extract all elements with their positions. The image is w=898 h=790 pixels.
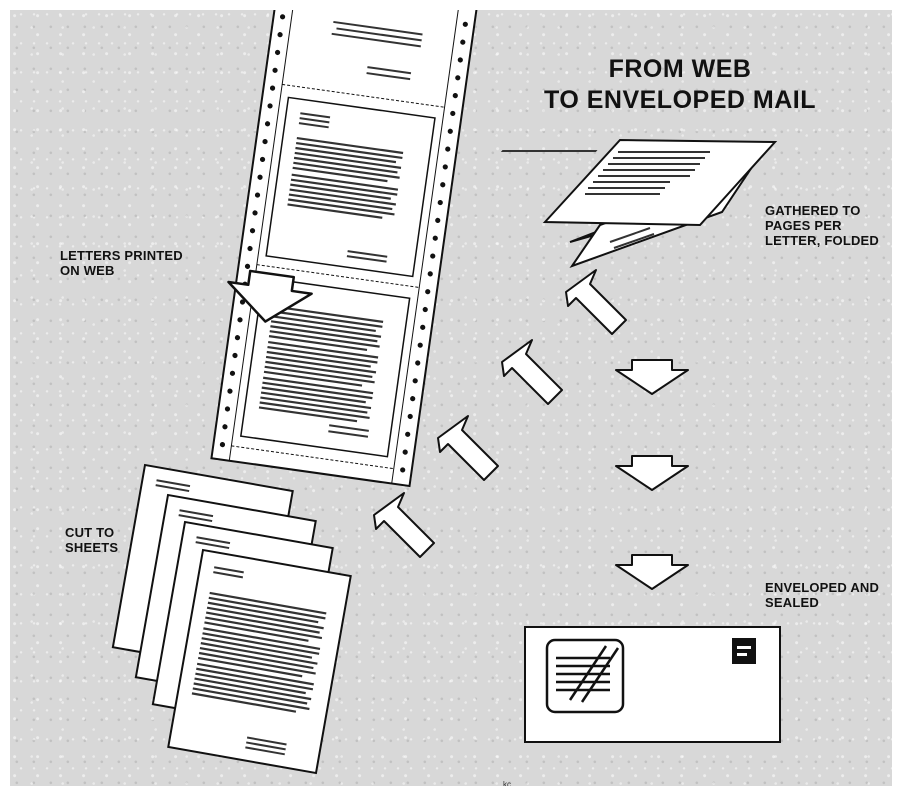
folded-pages [501,140,775,266]
title-line-2: TO ENVELOPED MAIL [510,85,850,116]
label-line: LETTERS PRINTED [60,248,183,263]
envelope [525,627,780,742]
title-line-1: FROM WEB [510,54,850,85]
arrow-up-left-icon [438,416,498,480]
label-line: SHEETS [65,540,118,555]
arrow-up-left-icon [502,340,562,404]
label-line: GATHERED TO [765,203,879,218]
diagram-title: FROM WEB TO ENVELOPED MAIL [510,54,850,116]
cut-sheet-stack [113,465,351,773]
label-line: SEALED [765,595,879,610]
label-line: ON WEB [60,263,183,278]
label-line: LETTER, FOLDED [765,233,879,248]
arrow-down-icon [616,360,688,394]
label-gathered-folded: GATHERED TO PAGES PER LETTER, FOLDED [765,203,879,248]
label-line: CUT TO [65,525,118,540]
diagram-artwork [10,10,892,786]
label-line: PAGES PER [765,218,879,233]
label-cut-to-sheets: CUT TO SHEETS [65,525,118,555]
arrow-down-icon [616,456,688,490]
arrow-down-icon [616,555,688,589]
arrow-up-left-icon [566,270,626,334]
diagram-canvas: FROM WEB TO ENVELOPED MAIL LETTERS PRINT… [10,10,892,786]
label-enveloped-sealed: ENVELOPED AND SEALED [765,580,879,610]
arrow-up-left-icon [374,493,434,557]
continuous-web-strip [211,10,477,486]
label-line: ENVELOPED AND [765,580,879,595]
label-letters-printed: LETTERS PRINTED ON WEB [60,248,183,278]
arrow-down-group [616,360,688,589]
artist-credit: kc [503,780,511,786]
